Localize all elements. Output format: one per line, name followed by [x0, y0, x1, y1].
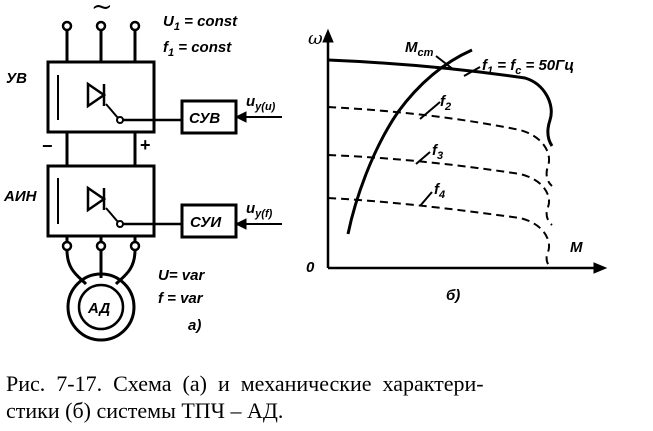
terminal-3: [129, 20, 141, 32]
panel-a-label: а): [188, 317, 201, 334]
caption-line-1: Рис. 7-17. Схема (а) и механические хара…: [6, 371, 484, 396]
figure-7-17: ~ U1 = const f1 = const УВ АИН СУВ СУИ u…: [3, 0, 608, 342]
u-var-label: U= var: [158, 267, 205, 284]
circuit-diagram: [46, 20, 282, 342]
supply-symbol: ~: [91, 0, 113, 22]
motor-outer: [66, 272, 136, 342]
ain-label: АИН: [3, 188, 38, 205]
caption-line-2: стики (б) системы ТПЧ – АД.: [6, 398, 284, 423]
curve-f2: [327, 106, 553, 187]
motor-label: АД: [87, 300, 110, 317]
panel-b-label: б): [446, 287, 460, 304]
m-axis-label: M: [570, 239, 583, 256]
f1-label: f1 = const: [163, 39, 232, 59]
suv-label: СУВ: [189, 110, 220, 127]
plus-sign: +: [140, 135, 151, 155]
figure-caption: Рис. 7-17. Схема (а) и механические хара…: [6, 370, 646, 424]
uy-f-label: uy(f): [246, 200, 273, 220]
curve-f3: [327, 154, 553, 226]
motor-inner: [77, 283, 125, 331]
f-var-label: f = var: [158, 290, 204, 307]
mst-label: Mст: [405, 39, 434, 59]
curve-f1: [327, 58, 554, 147]
f2-curve-label: f2: [440, 93, 451, 113]
curve-mst: [346, 48, 473, 235]
uv-label: УВ: [6, 70, 27, 87]
u1-label: U1 = const: [163, 13, 238, 33]
terminal-1: [61, 20, 73, 32]
characteristics-plot: [322, 28, 608, 274]
f3-curve-label: f3: [432, 142, 443, 162]
sui-block: [180, 203, 238, 239]
uy-u-label: uy(u): [246, 93, 276, 113]
curve-f4: [327, 197, 553, 269]
thyristor-symbol-2: [86, 185, 107, 213]
origin-label: 0: [306, 259, 315, 276]
omega-label: ω: [308, 28, 323, 49]
minus-sign: −: [42, 136, 53, 156]
sui-label: СУИ: [190, 214, 222, 231]
terminal-2: [95, 20, 107, 32]
f1-curve-label: f1 = fc = 50Гц: [482, 57, 574, 77]
rectifier-block: [46, 60, 156, 134]
f4-curve-label: f4: [434, 181, 445, 201]
thyristor-symbol-1: [86, 81, 107, 109]
